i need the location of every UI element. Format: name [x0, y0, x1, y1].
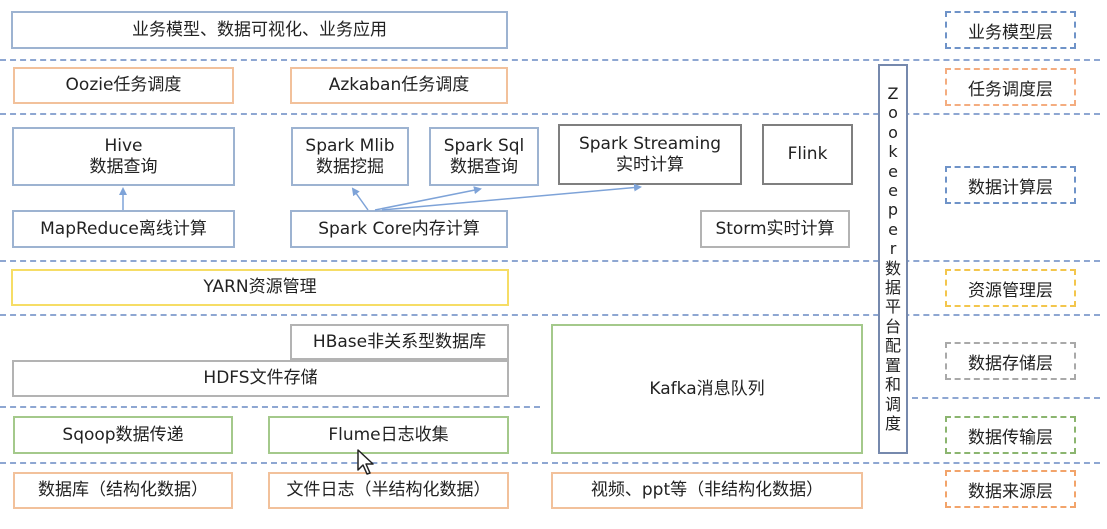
spark-mlib-desc: 数据挖掘 — [316, 156, 384, 177]
zookeeper-char: 台 — [884, 316, 901, 336]
database-box: 数据库（结构化数据） — [13, 472, 233, 509]
zookeeper-char: o — [888, 103, 898, 123]
flink-box: Flink — [762, 124, 853, 185]
divider-5b — [912, 397, 1100, 399]
layer-tag-storage-label: 数据存储层 — [968, 353, 1053, 374]
divider-4 — [0, 314, 1100, 316]
business-application-box: 业务模型、数据可视化、业务应用 — [11, 11, 508, 49]
zookeeper-char: 置 — [884, 355, 901, 375]
zookeeper-char: 数 — [884, 258, 901, 278]
flink-label: Flink — [787, 144, 828, 164]
zookeeper-char: p — [887, 200, 899, 220]
layer-tag-business-label: 业务模型层 — [968, 22, 1053, 43]
yarn-label: YARN资源管理 — [203, 277, 317, 297]
kafka-box: Kafka消息队列 — [551, 324, 863, 454]
arrow-sparkcore-to-sql — [374, 186, 482, 211]
hbase-box: HBase非关系型数据库 — [290, 324, 509, 360]
divider-1 — [0, 59, 1100, 61]
zookeeper-char: e — [888, 161, 898, 181]
layer-tag-resource-label: 资源管理层 — [968, 280, 1053, 301]
file-log-box: 文件日志（半结构化数据） — [268, 472, 509, 509]
divider-6 — [0, 462, 1100, 464]
oozie-box: Oozie任务调度 — [13, 67, 234, 104]
layer-tag-storage: 数据存储层 — [945, 342, 1076, 380]
divider-3 — [0, 260, 1100, 262]
sqoop-label: Sqoop数据传递 — [62, 424, 184, 445]
hive-desc: 数据查询 — [89, 156, 158, 177]
mapreduce-box: MapReduce离线计算 — [12, 210, 235, 248]
layer-tag-compute: 数据计算层 — [945, 166, 1076, 204]
azkaban-label: Azkaban任务调度 — [328, 75, 470, 95]
arrow-sparkcore-to-mlib — [351, 187, 369, 211]
spark-sql-desc: 数据查询 — [450, 156, 518, 177]
zookeeper-char: e — [888, 219, 898, 239]
spark-streaming-box: Spark Streaming 实时计算 — [558, 124, 742, 185]
zookeeper-char: 和 — [884, 375, 901, 395]
hdfs-box: HDFS文件存储 — [12, 360, 509, 397]
spark-mlib-name: Spark Mlib — [305, 135, 395, 156]
video-ppt-label: 视频、ppt等（非结构化数据） — [590, 480, 824, 500]
layer-tag-schedule-label: 任务调度层 — [968, 79, 1053, 100]
spark-mlib-box: Spark Mlib 数据挖掘 — [291, 127, 409, 186]
storm-box: Storm实时计算 — [700, 210, 850, 248]
spark-streaming-desc: 实时计算 — [616, 154, 684, 175]
spark-sql-box: Spark Sql 数据查询 — [429, 127, 539, 186]
hdfs-label: HDFS文件存储 — [203, 368, 318, 388]
arrow-sparkcore-to-streaming — [381, 183, 642, 211]
zookeeper-box: Z o o k e e p e r 数 据 平 台 配 置 和 调 度 — [878, 64, 908, 454]
flume-box: Flume日志收集 — [268, 416, 509, 454]
zookeeper-char: 度 — [884, 413, 901, 433]
zookeeper-char: r — [889, 239, 897, 259]
kafka-label: Kafka消息队列 — [649, 378, 765, 399]
zookeeper-char: o — [888, 122, 898, 142]
layer-tag-transfer: 数据传输层 — [945, 416, 1076, 454]
layer-tag-source-label: 数据来源层 — [968, 481, 1053, 502]
hbase-label: HBase非关系型数据库 — [312, 331, 487, 352]
layer-tag-business: 业务模型层 — [945, 11, 1076, 49]
spark-streaming-name: Spark Streaming — [578, 133, 722, 154]
zookeeper-char: Z — [887, 84, 899, 103]
layer-tag-schedule: 任务调度层 — [945, 68, 1076, 106]
video-ppt-box: 视频、ppt等（非结构化数据） — [551, 472, 863, 509]
file-log-label: 文件日志（半结构化数据） — [286, 480, 491, 500]
azkaban-box: Azkaban任务调度 — [290, 67, 508, 104]
yarn-box: YARN资源管理 — [11, 269, 509, 306]
zookeeper-char: 平 — [884, 297, 901, 317]
zookeeper-char: k — [888, 142, 898, 162]
spark-core-label: Spark Core内存计算 — [318, 218, 480, 239]
divider-2 — [0, 113, 1100, 115]
layer-tag-source: 数据来源层 — [945, 470, 1076, 508]
hive-box: Hive 数据查询 — [12, 127, 235, 186]
storm-label: Storm实时计算 — [715, 218, 835, 239]
layer-tag-resource: 资源管理层 — [945, 269, 1076, 307]
database-label: 数据库（结构化数据） — [38, 480, 208, 500]
flume-label: Flume日志收集 — [328, 424, 449, 445]
oozie-label: Oozie任务调度 — [65, 75, 182, 95]
spark-sql-name: Spark Sql — [443, 135, 525, 156]
sqoop-box: Sqoop数据传递 — [13, 416, 233, 454]
hive-name: Hive — [104, 135, 143, 156]
zookeeper-char: e — [888, 181, 898, 201]
layer-tag-compute-label: 数据计算层 — [968, 177, 1053, 198]
layer-tag-transfer-label: 数据传输层 — [968, 427, 1053, 448]
spark-core-box: Spark Core内存计算 — [290, 210, 508, 248]
mouse-cursor-icon — [357, 449, 374, 475]
mapreduce-label: MapReduce离线计算 — [40, 218, 207, 239]
zookeeper-char: 据 — [884, 278, 901, 298]
zookeeper-char: 配 — [884, 336, 901, 356]
business-application-label: 业务模型、数据可视化、业务应用 — [132, 19, 387, 40]
divider-5a — [0, 406, 540, 408]
zookeeper-char: 调 — [884, 394, 901, 414]
